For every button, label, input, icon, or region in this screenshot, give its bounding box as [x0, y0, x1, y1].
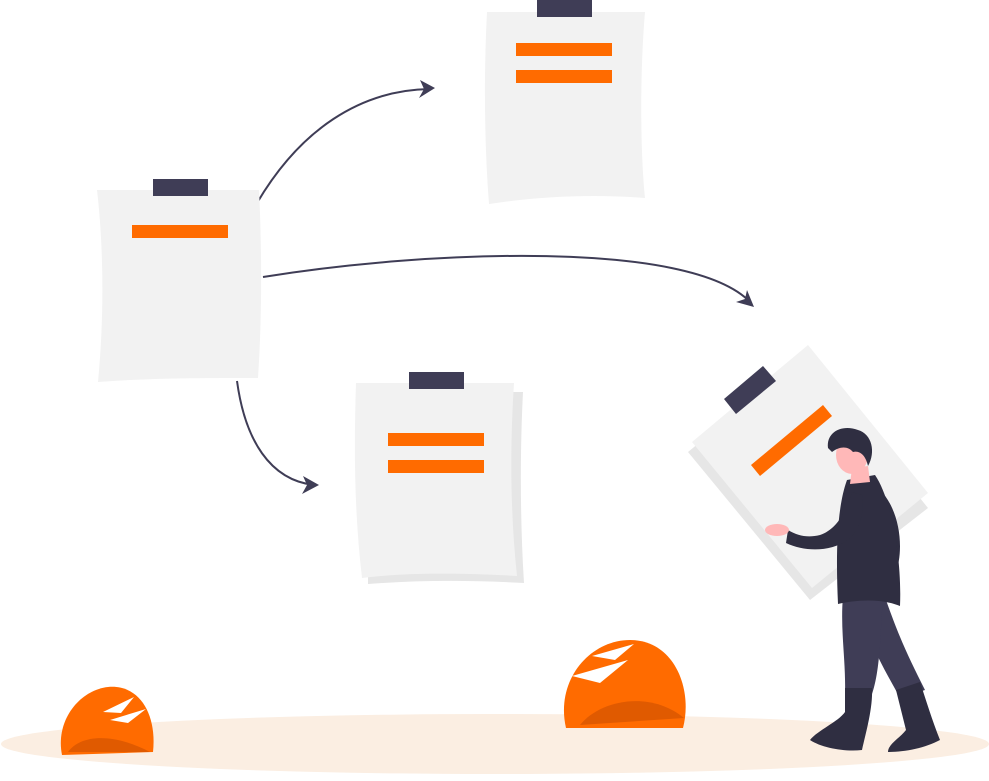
arrowheads [302, 80, 754, 494]
clipboard-icon [354, 372, 524, 584]
clipboard-line [132, 225, 228, 238]
clipboard-line [516, 43, 612, 56]
clipboard-paper [484, 12, 645, 204]
clipboard-line [751, 405, 832, 476]
clipboard-clip [724, 366, 776, 414]
bush-highlight [110, 709, 146, 723]
arrows [236, 88, 751, 486]
arrow-icon [256, 88, 431, 204]
bush-icon [60, 686, 154, 755]
person-boot [888, 682, 940, 752]
arrow-icon [236, 380, 315, 486]
arrowhead-icon [736, 290, 754, 307]
bush-shade [68, 738, 150, 752]
bush-icon [563, 640, 686, 728]
arrowhead-icon [302, 476, 319, 494]
clipboard-paper [354, 383, 517, 578]
bush-highlight [103, 697, 134, 713]
clipboard-clip [409, 372, 464, 389]
clipboard-line [516, 70, 612, 83]
person-arm-front [786, 492, 863, 550]
bush-body [60, 686, 154, 755]
person-leg-front [842, 596, 883, 694]
person-boot [810, 688, 873, 751]
person-icon [765, 428, 940, 752]
bush-highlight [572, 660, 628, 683]
clipboard-clip [153, 179, 208, 196]
bush-highlight [592, 644, 634, 660]
person-hair [827, 428, 873, 466]
ground-shadow [1, 714, 989, 774]
clipboard-paper [97, 190, 262, 382]
clipboard-icon [484, 0, 645, 204]
clipboard-line [388, 460, 484, 473]
bush-shade [580, 701, 684, 725]
clipboard-clip [537, 0, 592, 17]
clipboard-line [388, 433, 484, 446]
arrowhead-icon [419, 80, 435, 98]
arrow-icon [262, 254, 751, 303]
clipboard-icon [97, 179, 262, 382]
person-hand [765, 524, 789, 536]
